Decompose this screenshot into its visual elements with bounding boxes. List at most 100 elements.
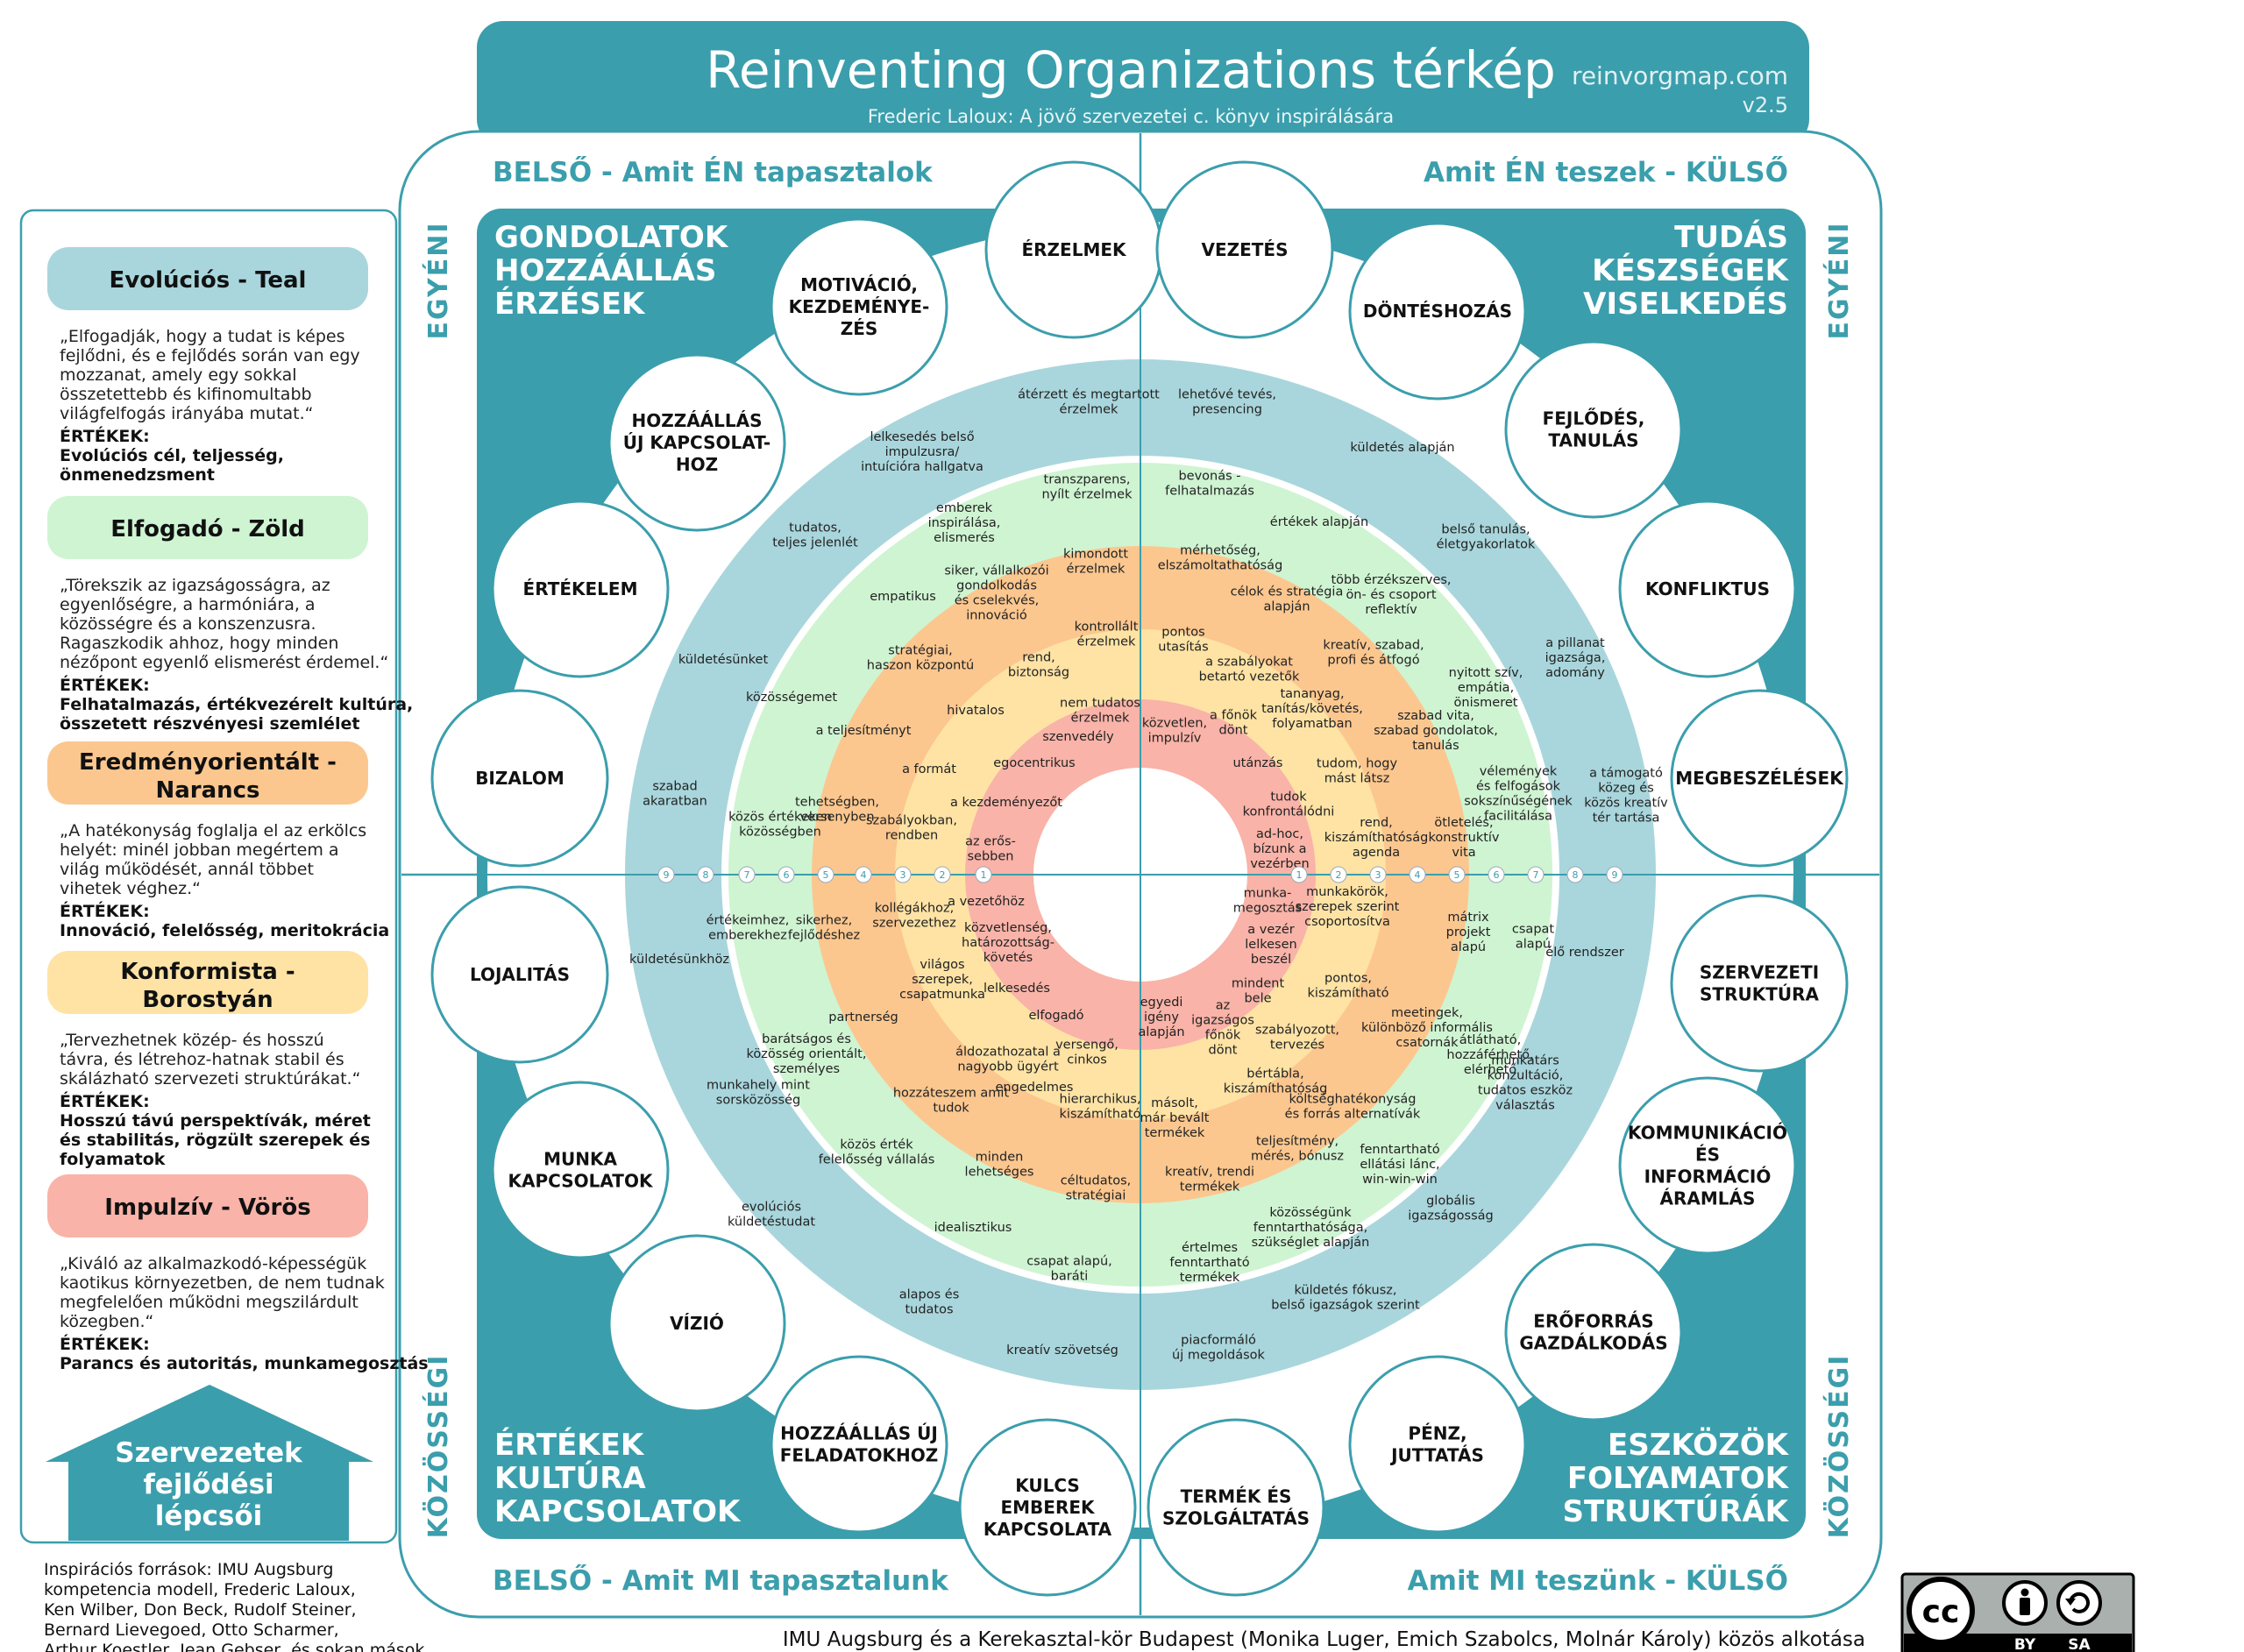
topic-bubble[interactable]: FEJLŐDÉS,TANULÁS (1504, 340, 1683, 519)
level-quote: „Kiváló az alkalmazkodó-képességük (60, 1254, 366, 1273)
ring-label-text: kiszámíthatóság (1324, 831, 1429, 845)
ring-label-text: kimondott (1063, 548, 1128, 562)
ring-label-text: kreatív, trendi (1165, 1166, 1254, 1180)
topic-bubble[interactable]: VEZETÉS (1155, 160, 1334, 339)
ring-label-text: közeg és (1598, 782, 1654, 796)
topic-bubble[interactable]: VÍZIÓ (607, 1234, 786, 1413)
axis-tick-dot (1290, 866, 1308, 883)
level-quote: világfelfogás irányába mutat.“ (60, 404, 314, 423)
axis-tick-dot (1606, 866, 1623, 883)
ring-label: értékeimhez,emberekhez (707, 914, 790, 943)
ring-label-text: életgyakorlatok (1437, 538, 1536, 552)
ring-label: kreatív szövetség (1006, 1344, 1118, 1358)
ring-label-text: a főnök (1210, 709, 1258, 723)
topic-bubble[interactable]: ÉRTÉKELEM (491, 500, 670, 678)
ring-label-text: egocentrikus (993, 756, 1075, 770)
level-badge (47, 1174, 368, 1237)
ring-label-text: sebben (968, 850, 1014, 864)
header-bar (477, 21, 1809, 145)
ring-label-text: teljes jelenlét (772, 536, 858, 550)
axis-tick-label: 4 (1415, 869, 1421, 881)
level-ertekek-label: ÉRTÉKEK: (60, 675, 150, 695)
ring-label-text: szükséglet alapján (1252, 1236, 1370, 1250)
level-badge (47, 951, 368, 1014)
svg-text:TUDÁS: TUDÁS (1674, 219, 1788, 255)
topic-bubble[interactable]: MEGBESZÉLÉSEK (1670, 689, 1849, 868)
ring-label-text: szerepek szerint (1296, 900, 1400, 914)
axis-tick-label: 3 (900, 869, 906, 881)
level-quote: skálázható szervezeti struktúrákat.“ (60, 1069, 360, 1088)
ring-label: hierarchikus,kiszámítható (1059, 1093, 1140, 1122)
topic-bubble[interactable]: LOJALITÁS (430, 885, 609, 1064)
ring-label-text: evolúciós (742, 1201, 801, 1215)
topic-bubble-circle (607, 1234, 786, 1413)
ring-label-text: a vezér (1247, 923, 1295, 937)
ring-text-layer: átérzett és megtartottérzelmeklelkesedés… (629, 388, 1668, 1363)
topic-bubble[interactable]: MOTIVÁCIÓ,KEZDEMÉNYE-ZÉS (770, 217, 948, 396)
topic-bubble-label: DÖNTÉSHOZÁS (1363, 301, 1512, 322)
ring-label-text: szabad vita, (1397, 709, 1474, 723)
axis-tick-dot (817, 866, 834, 883)
ring-label-text: csapatmunka (899, 988, 985, 1002)
ring-label-text: egyedi (1140, 996, 1183, 1010)
level-name: Konformista - (120, 959, 295, 985)
ring-label-text: megosztás (1233, 902, 1302, 916)
topic-bubble-label: HOZZÁÁLLÁS ÚJ (780, 1423, 938, 1444)
level-quote: közösségre és a konszenzusra. (60, 614, 316, 634)
topic-bubble[interactable]: KONFLIKTUS (1618, 500, 1797, 678)
ring-label-text: agenda (1353, 846, 1400, 860)
level-badge (47, 741, 368, 805)
topic-bubble[interactable]: DÖNTÉSHOZÁS (1348, 222, 1527, 401)
ring-label-text: fenntartható (1169, 1256, 1249, 1270)
ring-label-text: közvetlen, (1142, 717, 1207, 731)
ring-label-text: másolt, (1151, 1096, 1198, 1110)
ring-label-text: értékeimhez, (707, 914, 790, 928)
axis-tick-dot (1448, 866, 1466, 883)
topic-bubble[interactable]: ÉRZELMEK (984, 160, 1163, 339)
ring-label-text: tanítás/követés, (1261, 702, 1363, 716)
ring-label-text: sikerhez, (796, 914, 852, 928)
level-name: Impulzív - Vörös (104, 1195, 310, 1221)
topic-bubble-circle (1348, 222, 1527, 401)
level-quote: nézőpont egyenlő elismerést érdemel.“ (60, 653, 388, 672)
level-badge (47, 247, 368, 310)
axis-tick-dot (1330, 866, 1347, 883)
topic-bubble-circle (1348, 1355, 1527, 1534)
ring-label-text: átérzett és megtartott (1018, 388, 1160, 402)
ring-label-text: fejlődéshez (788, 929, 860, 943)
ring-label-text: lelkesen (1245, 938, 1296, 952)
ring-label-text: érzelmek (1060, 403, 1118, 417)
ring-label-text: igény (1144, 1010, 1179, 1025)
ring-label: sikerhez,fejlődéshez (788, 914, 860, 943)
topic-bubble[interactable]: BIZALOM (430, 689, 609, 868)
svg-text:Ken Wilber, Don Beck, Rudolf S: Ken Wilber, Don Beck, Rudolf Steiner, (44, 1600, 357, 1620)
ring-label-text: átlátható, (1459, 1033, 1521, 1047)
ring-label-text: rend, (1360, 816, 1393, 830)
cc-license-badge[interactable]: cc BY SA (1900, 1572, 2135, 1652)
ring-label-text: emberekhez (708, 929, 787, 943)
topic-bubble[interactable]: PÉNZ,JUTTATÁS (1348, 1355, 1527, 1534)
ring-label: szabályokban,rendben (866, 814, 957, 843)
level-ertekek: Parancs és autoritás, munkamegosztás (60, 1354, 429, 1373)
ring-label: kreatív, szabad,profi és átfogó (1323, 639, 1424, 668)
ring-label-text: emberek (936, 501, 993, 515)
ring-label: hivatalos (947, 704, 1005, 718)
level-quote: „Tervezhetnek közép- és hosszú (60, 1031, 324, 1050)
ring-label-text: tudok (1270, 791, 1307, 805)
ring-label: céltudatos,stratégiai (1061, 1174, 1132, 1203)
site-link[interactable]: reinvorgmap.com (1572, 61, 1788, 90)
